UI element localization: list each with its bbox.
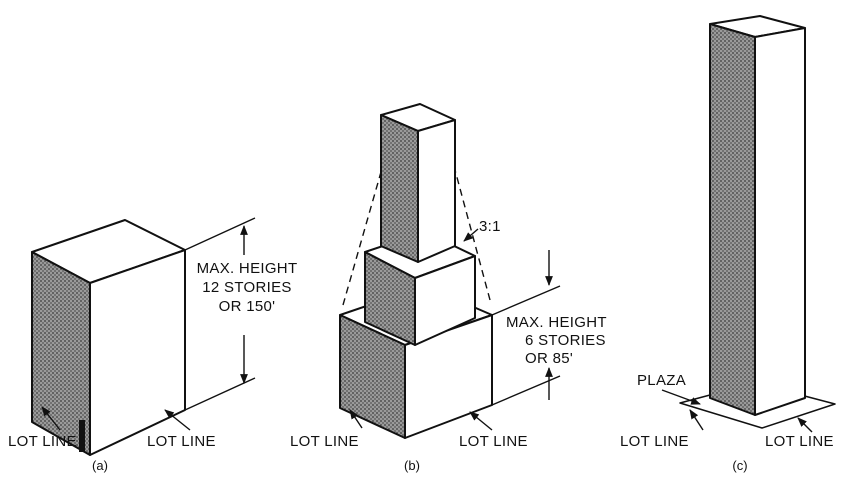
height-label-line1-a: MAX. HEIGHT [197,260,298,277]
lot-line-arrow-right-a [164,409,191,431]
plaza-label: PLAZA [637,372,686,389]
setback-ratio-arrow [463,228,479,242]
lot-line-left-a: LOT LINE [8,433,77,450]
caption-a: (a) [92,458,108,473]
block-b-tower-front [380,114,419,263]
lot-line-right-c: LOT LINE [765,433,834,450]
dim-ext-bottom-b [491,375,561,406]
lot-line-right-b: LOT LINE [459,433,528,450]
setback-line-right [454,169,491,301]
lot-line-arrow-left-c [689,409,704,431]
lot-line-arrow-left-b [349,409,363,429]
figure-c: PLAZA LOT LINE LOT LINE (c) [620,15,836,473]
height-label-line3-a: OR 150' [219,298,276,315]
height-label-line3-b: OR 85' [525,350,573,367]
height-label-line1-b: MAX. HEIGHT [506,314,607,331]
caption-c: (c) [732,458,747,473]
plaza-arrow [661,389,701,405]
figure-a: MAX. HEIGHT 12 STORIES OR 150' LOT LINE … [8,217,298,473]
lot-line-left-c: LOT LINE [620,433,689,450]
lot-line-arrow-right-c [797,417,813,433]
tower-c-side [754,27,806,416]
dim-ext-top-a [184,217,256,251]
height-label-line2-b: 6 STORIES [525,332,606,349]
lot-line-right-a: LOT LINE [147,433,216,450]
lot-line-arrow-left-a [41,406,61,431]
height-label-line2-a: 12 STORIES [202,279,291,296]
block-a-side-face [89,249,186,456]
caption-b: (b) [404,458,420,473]
lot-line-arrow-right-b [469,411,493,431]
setback-ratio-label: 3:1 [479,218,501,235]
figure-b: 3:1 MAX. HEIGHT 6 STORIES OR 85' LOT LIN… [290,103,607,473]
lot-line-left-b: LOT LINE [290,433,359,450]
block-b-mid-side [414,255,476,346]
block-b-tower-side [417,119,456,263]
tower-c-front [709,23,756,416]
dim-ext-top-b [491,285,561,316]
